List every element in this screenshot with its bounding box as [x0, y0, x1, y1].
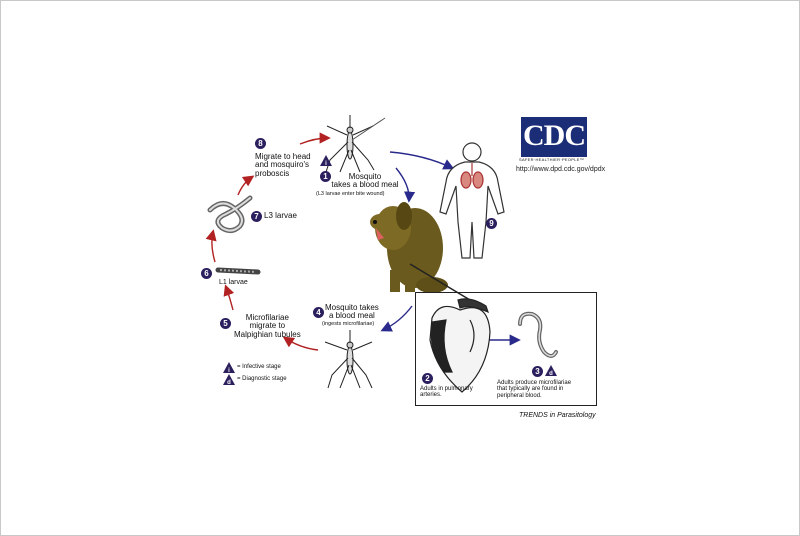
step-9-badge: 9 — [486, 218, 497, 229]
arrow-6-to-7 — [205, 229, 217, 263]
arrow-7-to-8 — [237, 175, 255, 196]
svg-text:i: i — [325, 161, 327, 166]
mosquito-top-icon — [325, 115, 386, 173]
human-figure-icon — [439, 142, 505, 259]
step-1-badge: 1 — [320, 171, 331, 182]
step-8-label: Migrate to head and mosquiro's proboscis — [255, 152, 311, 178]
legend-diagnostic-label: = Diagnostic stage — [237, 376, 287, 382]
legend-diagnostic-icon: d — [223, 374, 235, 385]
legend-infective-label: = Infective stage — [237, 364, 281, 370]
dog-icon — [370, 202, 448, 293]
step-7-badge: 7 — [251, 211, 262, 222]
adult-stage-box — [415, 292, 597, 406]
step-4-label: Mosquito takes a blood meal — [325, 303, 379, 321]
mosquito-bottom-icon — [324, 330, 373, 389]
cdc-tagline: SAFER·HEALTHIER·PEOPLE™ — [519, 157, 585, 162]
step-4-badge: 4 — [313, 307, 324, 318]
legend-infective-icon: i — [223, 362, 235, 373]
diagnostic-stage-icon: d — [545, 365, 557, 376]
arrow-box-to-4 — [380, 305, 413, 332]
l1-larva-icon — [215, 267, 261, 275]
dog-to-heart-line — [409, 263, 471, 301]
source-credit: TRENDS in Parasitology — [519, 412, 596, 419]
step-1-note: (L3 larvae enter bite wound) — [316, 191, 385, 197]
step-4-note: (ingests microfilariae) — [322, 321, 375, 327]
step-2-badge: 2 — [422, 373, 433, 384]
svg-text:d: d — [227, 380, 231, 385]
step-8-badge: 8 — [255, 138, 266, 149]
step-2-label: Adults in pulmonary arteries. — [420, 386, 473, 399]
cdc-logo: CDC — [521, 117, 587, 157]
step-5-label: Microfilariae migrate to Malpighian tubu… — [234, 313, 301, 339]
step-6-label: L1 larvae — [219, 279, 248, 286]
cdc-logo-text: CDC — [523, 119, 586, 152]
arrow-1-to-human — [389, 151, 455, 170]
step-3-badge: 3 — [532, 366, 543, 377]
arrow-5-to-4 — [282, 336, 319, 351]
step-6-badge: 6 — [201, 268, 212, 279]
step-5-badge: 5 — [220, 318, 231, 329]
cdc-url-link[interactable]: http://www.dpd.cdc.gov/dpdx — [516, 166, 606, 173]
arrow-8-to-1 — [299, 132, 331, 145]
step-7-label: L3 larvae — [264, 211, 297, 220]
step-3-label: Adults produce microfilariae that typica… — [497, 380, 572, 399]
arrow-6-to-5 — [223, 284, 235, 311]
infective-stage-icon: i — [320, 155, 332, 166]
step-1-label: Mosquito takes a blood meal — [331, 172, 399, 190]
svg-text:d: d — [549, 371, 553, 376]
heart-lungs-icon — [429, 298, 491, 393]
svg-text:i: i — [228, 368, 230, 373]
arrow-1-to-dog — [395, 167, 416, 203]
